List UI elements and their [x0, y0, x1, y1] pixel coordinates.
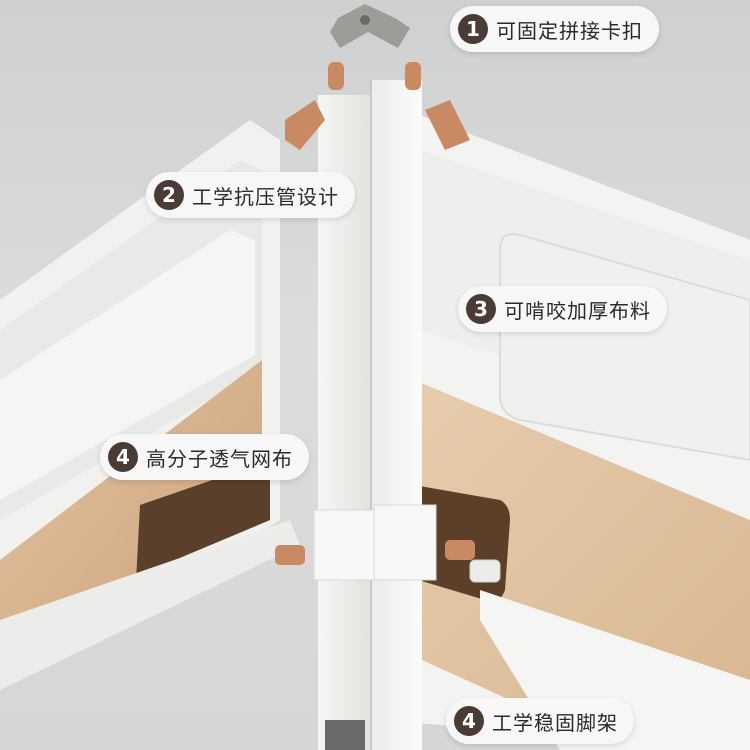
callout-label: 可固定拼接卡扣 — [496, 18, 643, 43]
callout-pressure-tube: 2 工学抗压管设计 — [146, 172, 355, 218]
callout-buckle: 1 可固定拼接卡扣 — [450, 6, 659, 52]
callout-label: 高分子透气网布 — [146, 446, 293, 471]
callout-number-badge: 1 — [458, 14, 488, 44]
callout-number-badge: 4 — [108, 442, 138, 472]
copper-connectors — [275, 62, 501, 583]
callout-number-badge: 4 — [454, 706, 484, 736]
callout-mesh: 4 高分子透气网布 — [100, 434, 309, 480]
callout-label: 工学抗压管设计 — [192, 184, 339, 209]
callout-number-badge: 2 — [154, 180, 184, 210]
callout-number-badge: 3 — [466, 294, 496, 324]
right-panel — [378, 100, 750, 750]
callout-label: 工学稳固脚架 — [492, 710, 618, 735]
top-clip — [330, 4, 410, 48]
callout-base: 4 工学稳固脚架 — [446, 698, 634, 744]
callout-label: 可啃咬加厚布料 — [504, 298, 651, 323]
callout-fabric: 3 可啃咬加厚布料 — [458, 286, 667, 332]
